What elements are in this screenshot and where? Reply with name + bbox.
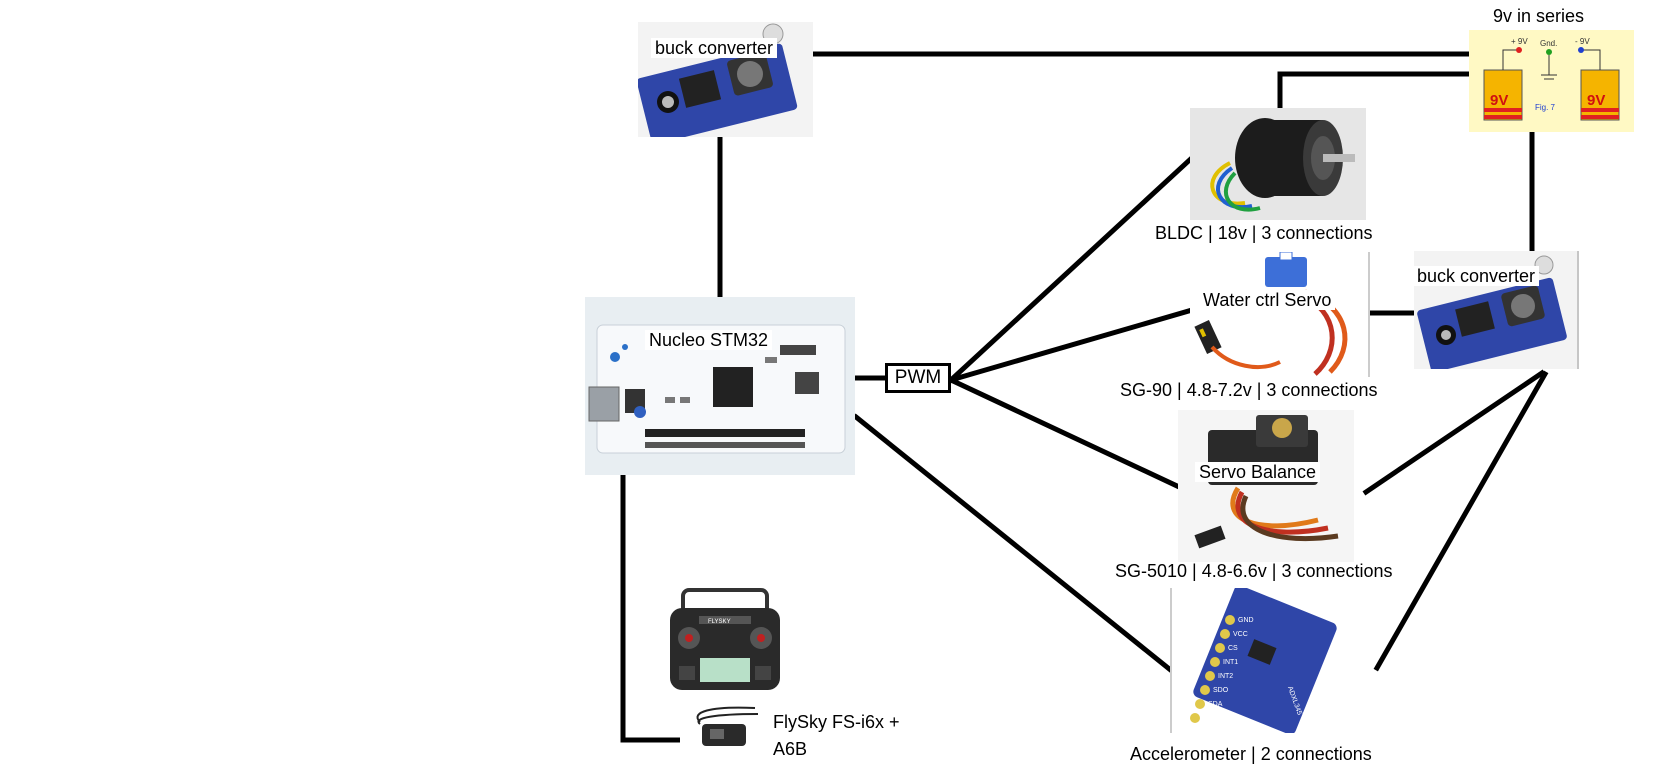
nucleo-label: Nucleo STM32: [645, 330, 773, 350]
battery-fig-text: Fig. 7: [1535, 103, 1556, 112]
accel-pin-7: SDA: [1208, 701, 1223, 708]
buck-converter-right-label: buck converter: [1413, 266, 1540, 286]
nucleo-board-image: [585, 297, 855, 475]
sg5010-label: SG-5010 | 4.8-6.6v | 3 connections: [1115, 561, 1393, 581]
battery-gnd-text: Gnd.: [1540, 39, 1557, 48]
battery-cell-right-text: 9V: [1587, 92, 1605, 109]
battery-plus-text: + 9V: [1511, 37, 1528, 46]
wire-buck-right-to-servo-balance: [1362, 369, 1546, 496]
accel-pin-8: SCL: [1203, 715, 1217, 722]
servo-balance-label: Servo Balance: [1195, 462, 1321, 482]
battery-label: 9v in series: [1493, 6, 1585, 26]
accelerometer-label: Accelerometer | 2 connections: [1130, 744, 1372, 764]
bldc-label: BLDC | 18v | 3 connections: [1155, 223, 1373, 243]
water-servo-label: Water ctrl Servo: [1199, 290, 1336, 310]
wire-pwm-to-servo-balance: [947, 376, 1196, 497]
flysky-label-line1: FlySky FS-i6x +: [773, 712, 900, 732]
wire-buck-right-to-accelerometer: [1373, 370, 1549, 672]
servo-balance-image: [1178, 410, 1354, 562]
accel-pin-2: VCC: [1233, 631, 1248, 638]
battery-minus-text: - 9V: [1575, 37, 1590, 46]
flysky-brand-text: FLYSKY: [708, 619, 731, 625]
pwm-box: PWM: [885, 363, 951, 393]
bldc-motor-image: [1190, 108, 1366, 220]
wire-pwm-to-water-servo: [947, 306, 1196, 384]
accelerometer-image: GND VCC CS INT1 INT2 SDO SDA SCL ADXL345: [1170, 588, 1338, 733]
battery-image: 9V 9V + 9V Gnd. - 9V Fig. 7: [1469, 30, 1634, 132]
sg90-label: SG-90 | 4.8-7.2v | 3 connections: [1120, 380, 1378, 400]
water-servo-image: [1190, 252, 1370, 377]
flysky-receiver-image: [680, 702, 760, 752]
pwm-label: PWM: [894, 367, 942, 388]
wire-pwm-to-bldc: [947, 151, 1199, 384]
wire-nucleo-to-accelerometer: [852, 413, 1187, 684]
battery-cell-left-text: 9V: [1490, 92, 1508, 109]
accel-pin-3: CS: [1228, 645, 1238, 652]
accel-pin-1: GND: [1238, 617, 1254, 624]
buck-converter-top-label: buck converter: [651, 38, 778, 58]
accel-pin-5: INT2: [1218, 673, 1233, 680]
accel-pin-6: SDO: [1213, 687, 1229, 694]
wire-nucleo-to-receiver: [620, 470, 696, 743]
accel-pin-4: INT1: [1223, 659, 1238, 666]
flysky-label-line2: A6B: [773, 739, 808, 759]
flysky-transmitter-image: FLYSKY: [665, 588, 785, 696]
wire-battery-to-bldc: [1277, 71, 1477, 111]
